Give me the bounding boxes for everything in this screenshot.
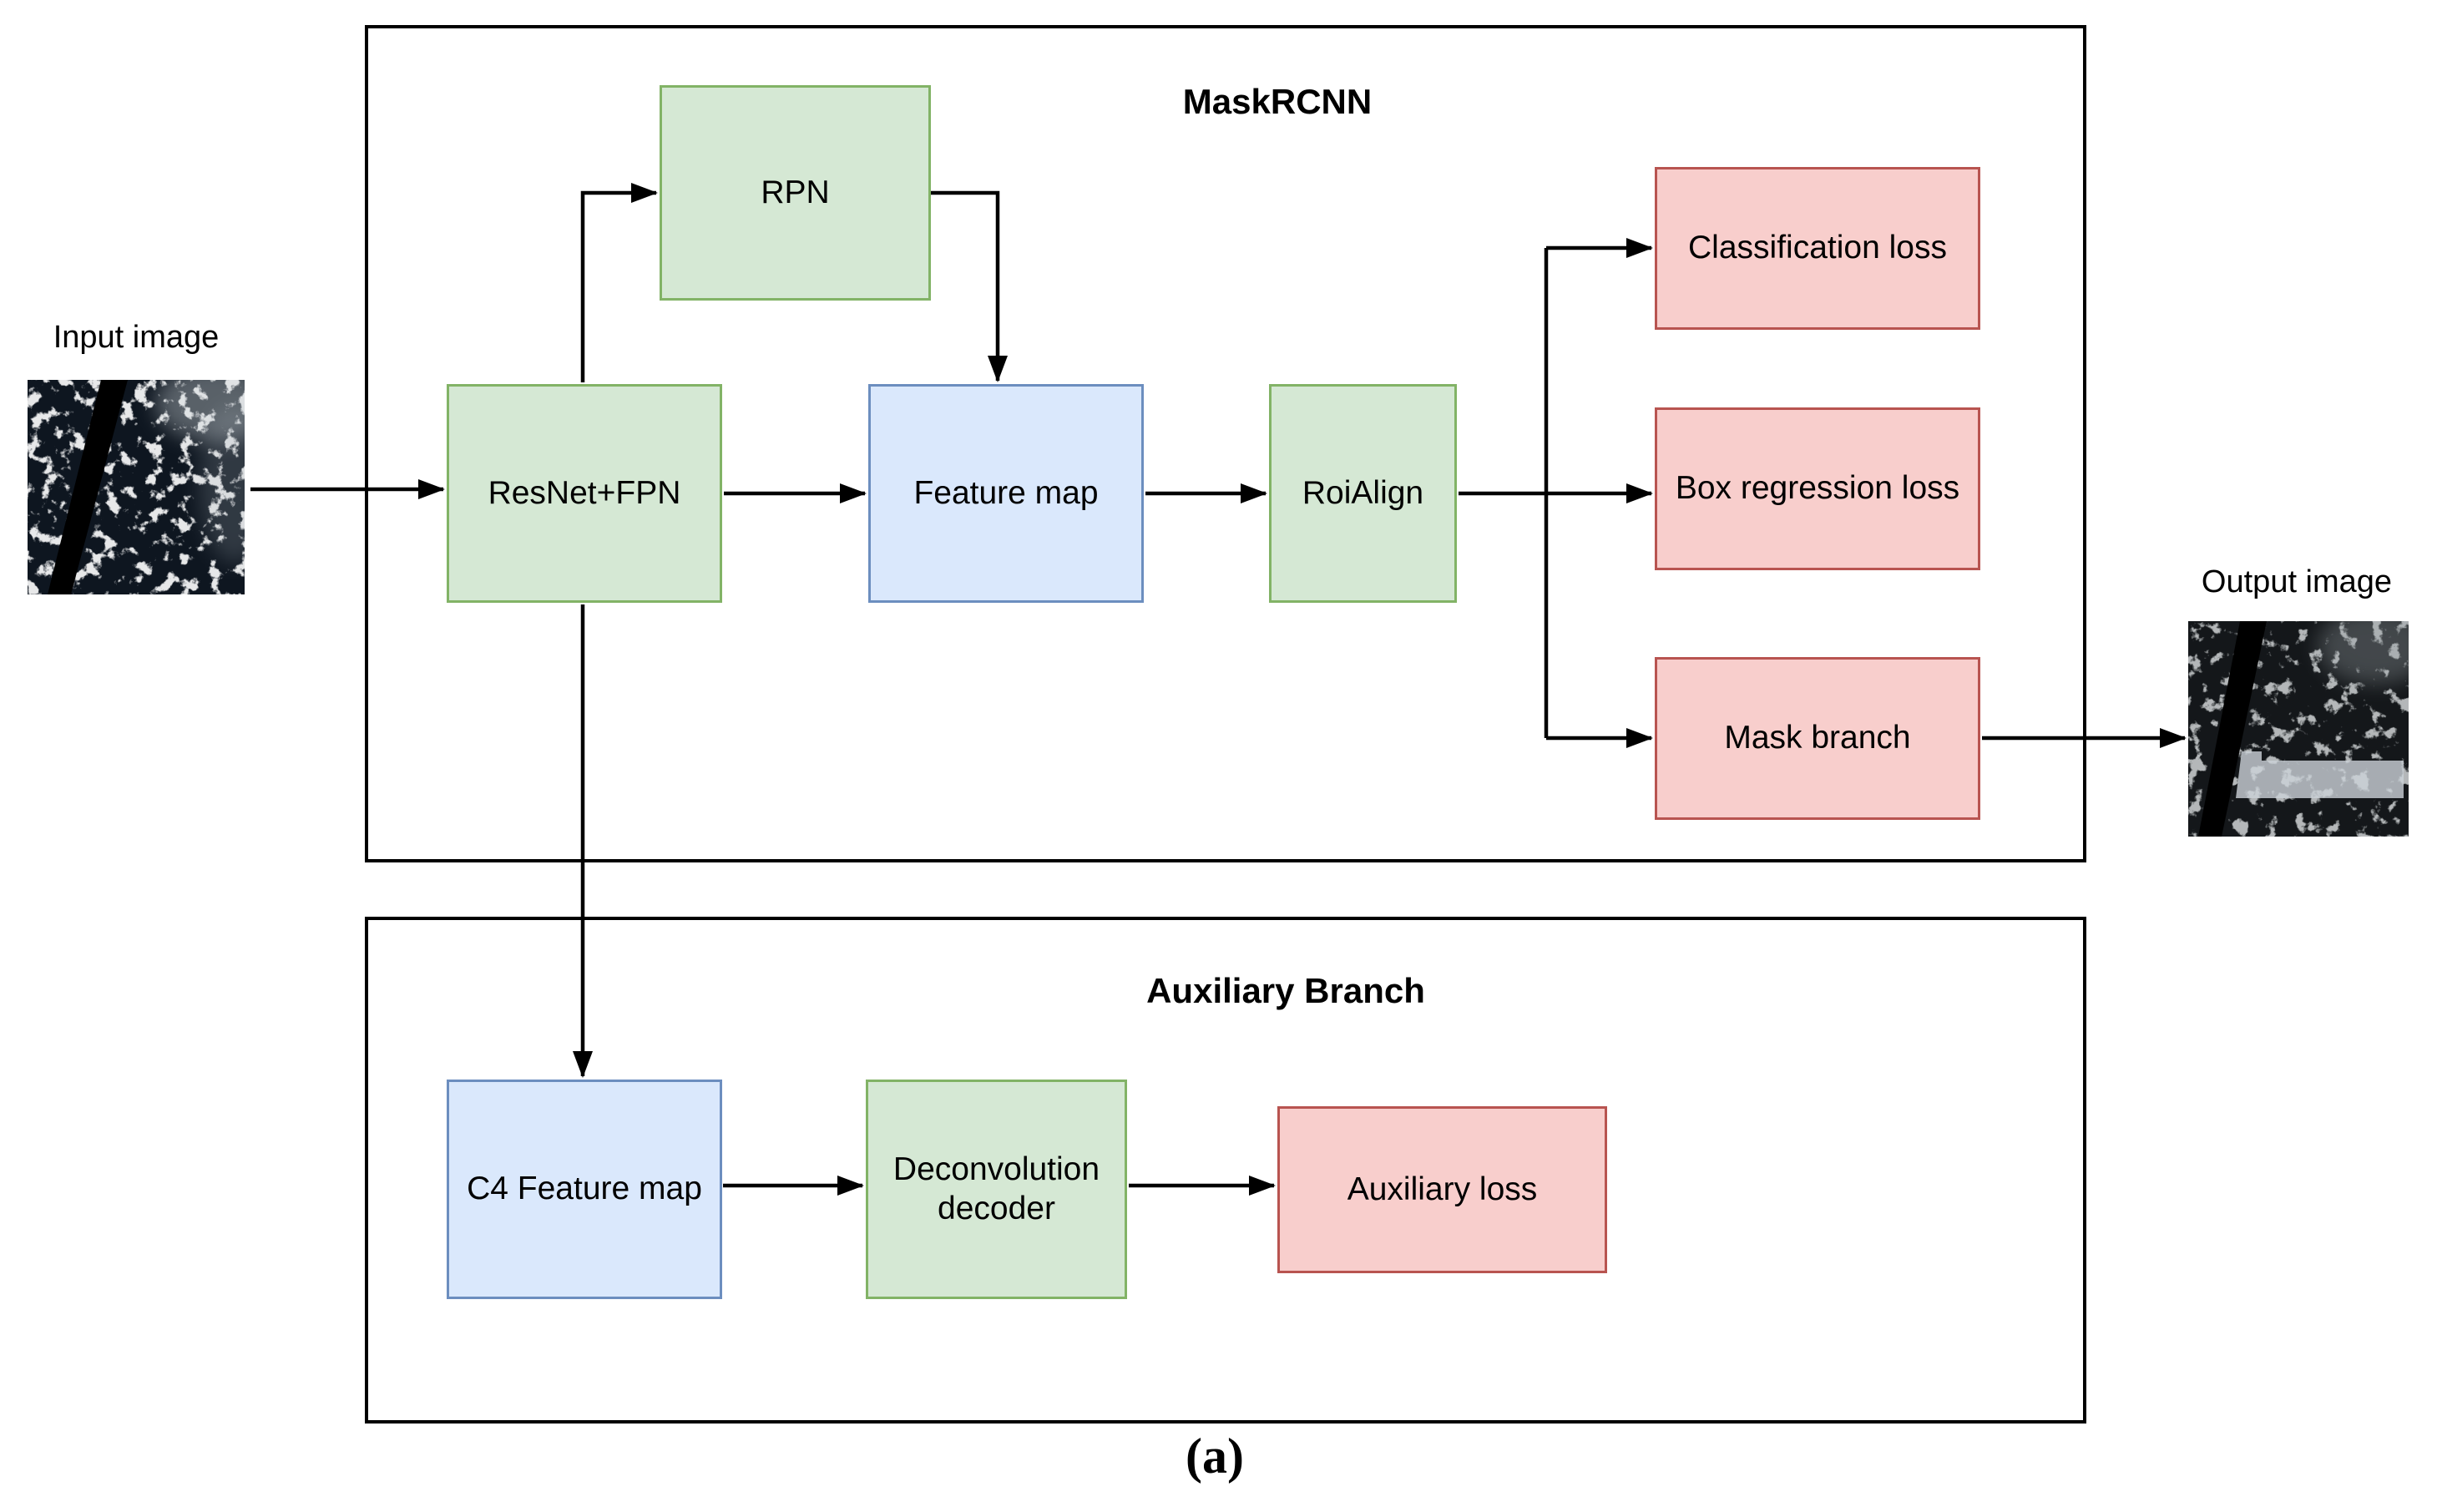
node-classification-loss: Classification loss xyxy=(1655,167,1980,330)
node-c4-feature-map: C4 Feature map xyxy=(447,1080,722,1299)
node-rpn-label: RPN xyxy=(761,174,830,210)
output-mask-overlay xyxy=(2236,751,2404,798)
node-feature-map: Feature map xyxy=(868,384,1144,603)
input-image-thumbnail xyxy=(28,380,245,594)
node-feature-map-label: Feature map xyxy=(913,474,1099,511)
output-black-band xyxy=(2198,621,2267,837)
node-mask-branch: Mask branch xyxy=(1655,657,1980,820)
figure-caption: (a) xyxy=(1186,1429,1244,1484)
input-black-band xyxy=(48,380,128,594)
auxiliary-group-box xyxy=(365,917,2086,1424)
node-box-regression-loss-label: Box regression loss xyxy=(1675,470,1960,507)
input-image-label: Input image xyxy=(53,320,220,355)
output-image-thumbnail xyxy=(2188,621,2409,837)
node-c4-feature-map-label: C4 Feature map xyxy=(467,1171,702,1207)
maskrcnn-group-title: MaskRCNN xyxy=(1182,82,1373,121)
node-auxiliary-loss-label: Auxiliary loss xyxy=(1347,1171,1538,1207)
node-roialign: RoiAlign xyxy=(1269,384,1457,603)
node-roialign-label: RoiAlign xyxy=(1302,474,1424,511)
node-mask-branch-label: Mask branch xyxy=(1724,720,1911,756)
node-rpn: RPN xyxy=(660,85,931,301)
node-resnet-fpn-label: ResNet+FPN xyxy=(488,474,681,511)
output-image-label: Output image xyxy=(2201,564,2393,599)
node-deconvolution-decoder-label: Deconvolution decoder xyxy=(892,1150,1100,1226)
node-box-regression-loss: Box regression loss xyxy=(1655,407,1980,570)
node-resnet-fpn: ResNet+FPN xyxy=(447,384,722,603)
node-deconvolution-decoder: Deconvolution decoder xyxy=(866,1080,1127,1299)
node-classification-loss-label: Classification loss xyxy=(1688,230,1947,266)
maskrcnn-group-box xyxy=(365,25,2086,862)
auxiliary-group-title: Auxiliary Branch xyxy=(1146,971,1425,1010)
node-auxiliary-loss: Auxiliary loss xyxy=(1277,1106,1607,1273)
